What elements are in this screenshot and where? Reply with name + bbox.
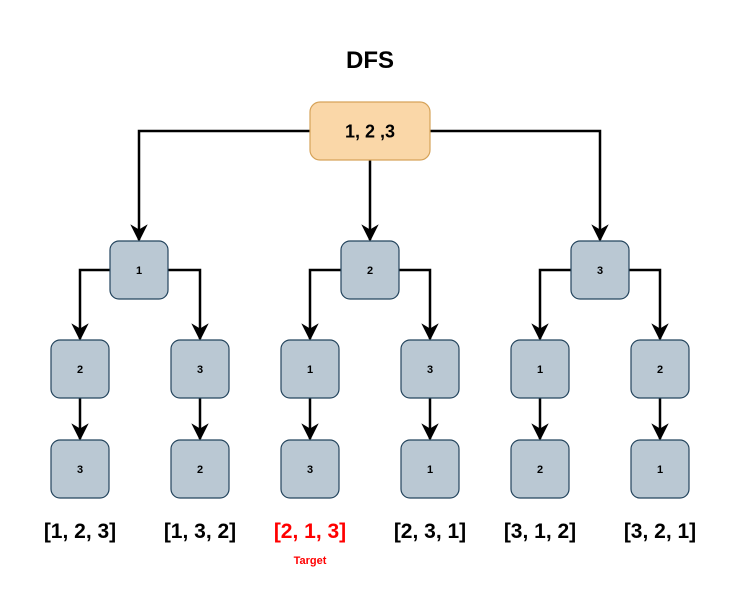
target-annotation: Target <box>294 555 327 567</box>
edge-level1-2-to-left-child <box>301 268 341 341</box>
level2-node-6-box <box>630 339 690 399</box>
diagram-title: DFS <box>346 47 394 74</box>
result-4: [2, 3, 1] <box>394 520 466 543</box>
permutation-results: [1, 2, 3] [1, 3, 2] [2, 1, 3] [2, 3, 1] [3, … <box>44 520 696 543</box>
level3-node-2-box <box>170 439 230 499</box>
level1-node-2-label: 2 <box>367 265 373 277</box>
level2-node-1-box <box>50 339 110 399</box>
level3-node-4-box <box>400 439 460 499</box>
edge-level1-3-to-right-child <box>629 268 669 341</box>
level1-node-2: 2 <box>340 240 400 300</box>
level1-node-1-label: 1 <box>136 265 142 277</box>
edge-root-to-node-1 <box>130 129 310 242</box>
level2-node-5-box <box>510 339 570 399</box>
level1-node-3-label: 3 <box>597 265 603 277</box>
level1-node-3: 3 <box>570 240 630 300</box>
level2-node-2-box <box>170 339 230 399</box>
root-node-box <box>309 101 431 161</box>
level2-node-5-label: 1 <box>537 364 543 376</box>
level1-node-3-box <box>570 240 630 300</box>
level2-node-3-box <box>280 339 340 399</box>
result-target: [2, 1, 3] <box>274 520 346 543</box>
level3-node-6-box <box>630 439 690 499</box>
result-6: [3, 2, 1] <box>624 520 696 543</box>
root-node-label: 1, 2 ,3 <box>345 121 395 141</box>
level3-node-4: 1 <box>400 439 460 499</box>
level3-node-5-label: 2 <box>537 464 543 476</box>
level3-node-1: 3 <box>50 439 110 499</box>
level2-node-5: 1 <box>510 339 570 399</box>
level3-node-6-label: 1 <box>657 464 663 476</box>
level1-node-2-box <box>340 240 400 300</box>
level3-node-2-label: 2 <box>197 464 203 476</box>
edge-level1-3-to-left-child <box>531 268 571 341</box>
level2-node-3: 1 <box>280 339 340 399</box>
level3-node-1-label: 3 <box>77 464 83 476</box>
level3-node-6: 1 <box>630 439 690 499</box>
level2-node-4: 3 <box>400 339 460 399</box>
level3-node-5: 2 <box>510 439 570 499</box>
level1-node-1: 1 <box>109 240 169 300</box>
level2-node-6-label: 2 <box>657 364 663 376</box>
edge-level1-1-to-left-child <box>71 268 110 341</box>
level3-node-1-box <box>50 439 110 499</box>
edge-level1-1-to-right-child <box>168 268 209 341</box>
level3-node-4-label: 1 <box>427 464 433 476</box>
root-node: 1, 2 ,3 <box>309 101 431 161</box>
tree-edges <box>71 129 669 441</box>
level2-node-1-label: 2 <box>77 364 83 376</box>
result-5: [3, 1, 2] <box>504 520 576 543</box>
result-2: [1, 3, 2] <box>164 520 236 543</box>
level2-node-6: 2 <box>630 339 690 399</box>
edge-level1-2-to-right-child <box>399 268 439 341</box>
tree-nodes: 1, 2 ,3 1 2 3 2 3 1 3 1 2 3 2 3 1 2 1 <box>50 101 690 499</box>
edge-root-to-node-3 <box>430 129 609 242</box>
level2-node-4-box <box>400 339 460 399</box>
level2-node-4-label: 3 <box>427 364 433 376</box>
level2-node-2: 3 <box>170 339 230 399</box>
result-1: [1, 2, 3] <box>44 520 116 543</box>
level3-node-3-label: 3 <box>307 464 313 476</box>
level3-node-2: 2 <box>170 439 230 499</box>
level3-node-3-box <box>280 439 340 499</box>
level2-node-3-label: 1 <box>307 364 313 376</box>
level2-node-2-label: 3 <box>197 364 203 376</box>
level3-node-3: 3 <box>280 439 340 499</box>
level1-node-1-box <box>109 240 169 300</box>
level2-node-1: 2 <box>50 339 110 399</box>
level3-node-5-box <box>510 439 570 499</box>
